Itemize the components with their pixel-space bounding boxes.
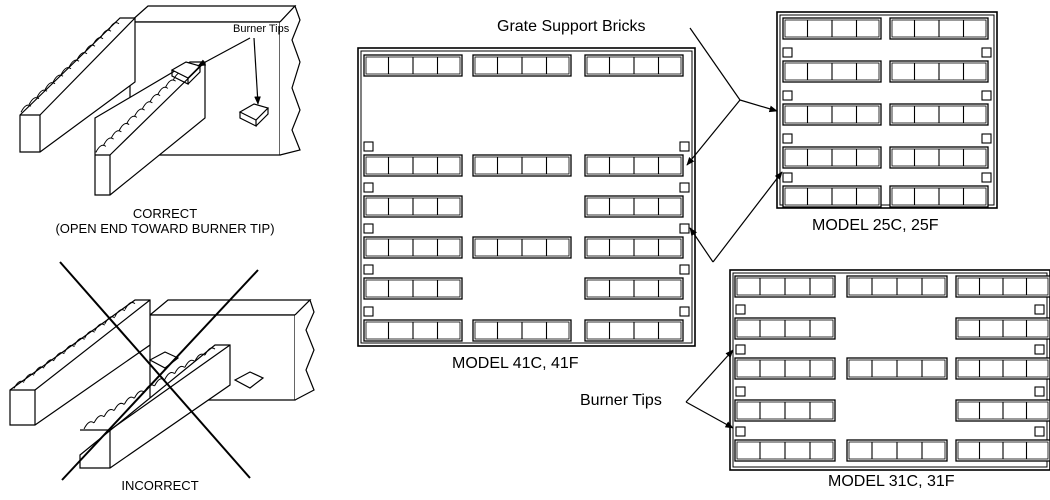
correct-orientation-illustration <box>19 4 301 196</box>
incorrect-orientation-illustration <box>9 261 315 481</box>
burner-tip <box>782 90 793 101</box>
brick-tooth <box>108 22 120 30</box>
model-25-grate-layout <box>776 11 998 209</box>
correct-caption-line1: CORRECT <box>132 206 198 221</box>
brick-tooth <box>103 137 114 146</box>
brick-tooth <box>33 366 45 375</box>
burner-tip <box>1034 344 1045 355</box>
burner-tip <box>981 90 992 101</box>
brick-tooth <box>124 301 136 310</box>
brick-tooth <box>164 372 175 380</box>
brick-tooth <box>126 115 138 124</box>
brick-tooth <box>194 353 206 362</box>
burner-tip <box>679 306 690 317</box>
model-41-grate-layout <box>357 47 696 347</box>
brick-tooth <box>95 144 107 153</box>
burner-tip <box>981 172 992 183</box>
brick-tooth <box>93 415 105 423</box>
brick-tooth <box>204 347 216 356</box>
brick-tooth <box>174 365 186 374</box>
brick-tooth <box>149 94 161 102</box>
brick-tooth <box>103 408 115 417</box>
burner-tip <box>735 304 746 315</box>
brick-tooth <box>157 86 169 95</box>
burner-tip <box>735 426 746 437</box>
burner-tip <box>679 223 690 234</box>
brick-tooth <box>113 402 125 411</box>
brick-tooth <box>43 359 55 368</box>
burner-tip <box>363 182 374 193</box>
burner-tip <box>679 182 690 193</box>
burner-tip <box>363 141 374 152</box>
brick-tooth <box>23 373 35 382</box>
model-31-caption: MODEL 31C, 31F <box>828 473 955 490</box>
brick-tooth <box>53 352 65 360</box>
leader-lines <box>685 27 783 429</box>
burner-tip <box>1034 426 1045 437</box>
burner-tip <box>735 386 746 397</box>
burner-tip <box>363 306 374 317</box>
grate-support-bricks-label: Grate Support Bricks <box>497 18 646 35</box>
burner-tip <box>735 344 746 355</box>
brick-tooth <box>44 82 56 90</box>
burner-tip <box>782 133 793 144</box>
burner-tips-label: Burner Tips <box>580 392 662 409</box>
burner-tip <box>679 264 690 275</box>
brick-tooth <box>84 330 95 339</box>
burner-tip <box>782 172 793 183</box>
brick-tooth <box>118 123 130 131</box>
brick-tooth <box>92 37 104 45</box>
brick-tooth <box>123 396 135 405</box>
incorrect-caption: INCORRECT <box>121 478 199 493</box>
brick-tooth <box>68 59 80 68</box>
brick-tooth <box>114 309 126 317</box>
burner-tip <box>363 223 374 234</box>
brick-tooth <box>100 29 112 38</box>
model-25-caption: MODEL 25C, 25F <box>812 217 939 234</box>
brick-tooth <box>94 323 106 332</box>
correct-caption: CORRECT (OPEN END TOWARD BURNER TIP) <box>0 206 330 236</box>
brick-tooth <box>76 52 88 60</box>
brick-tooth <box>60 67 72 75</box>
brick-tooth <box>28 97 40 105</box>
burner-tip <box>363 264 374 275</box>
model-31-grate-layout <box>729 269 1050 471</box>
correct-caption-line2: (OPEN END TOWARD BURNER TIP) <box>55 221 275 236</box>
burner-tips-inset-label: Burner Tips <box>233 23 290 35</box>
brick-tooth <box>141 101 153 110</box>
burner-tip <box>981 133 992 144</box>
brick-tooth <box>184 359 196 368</box>
burner-tip <box>1034 386 1045 397</box>
burner-tip <box>1034 304 1045 315</box>
burner-tip <box>782 47 793 58</box>
brick-tooth <box>64 344 75 353</box>
brick-tooth <box>134 108 145 117</box>
burner-tip <box>679 141 690 152</box>
brick-tooth <box>13 380 25 389</box>
brick-tooth <box>165 79 176 88</box>
brick-tooth <box>20 104 32 113</box>
grate-inner-outline <box>360 50 693 344</box>
brick-tooth <box>84 44 96 53</box>
brick-tooth <box>83 421 95 430</box>
burner-tip <box>981 47 992 58</box>
brick-tooth <box>52 74 64 83</box>
brick-tooth <box>74 337 85 346</box>
brick-tooth <box>36 89 48 98</box>
grate-inner-outline <box>779 14 995 206</box>
brick-tooth <box>110 130 122 139</box>
model-41-caption: MODEL 41C, 41F <box>452 355 579 372</box>
